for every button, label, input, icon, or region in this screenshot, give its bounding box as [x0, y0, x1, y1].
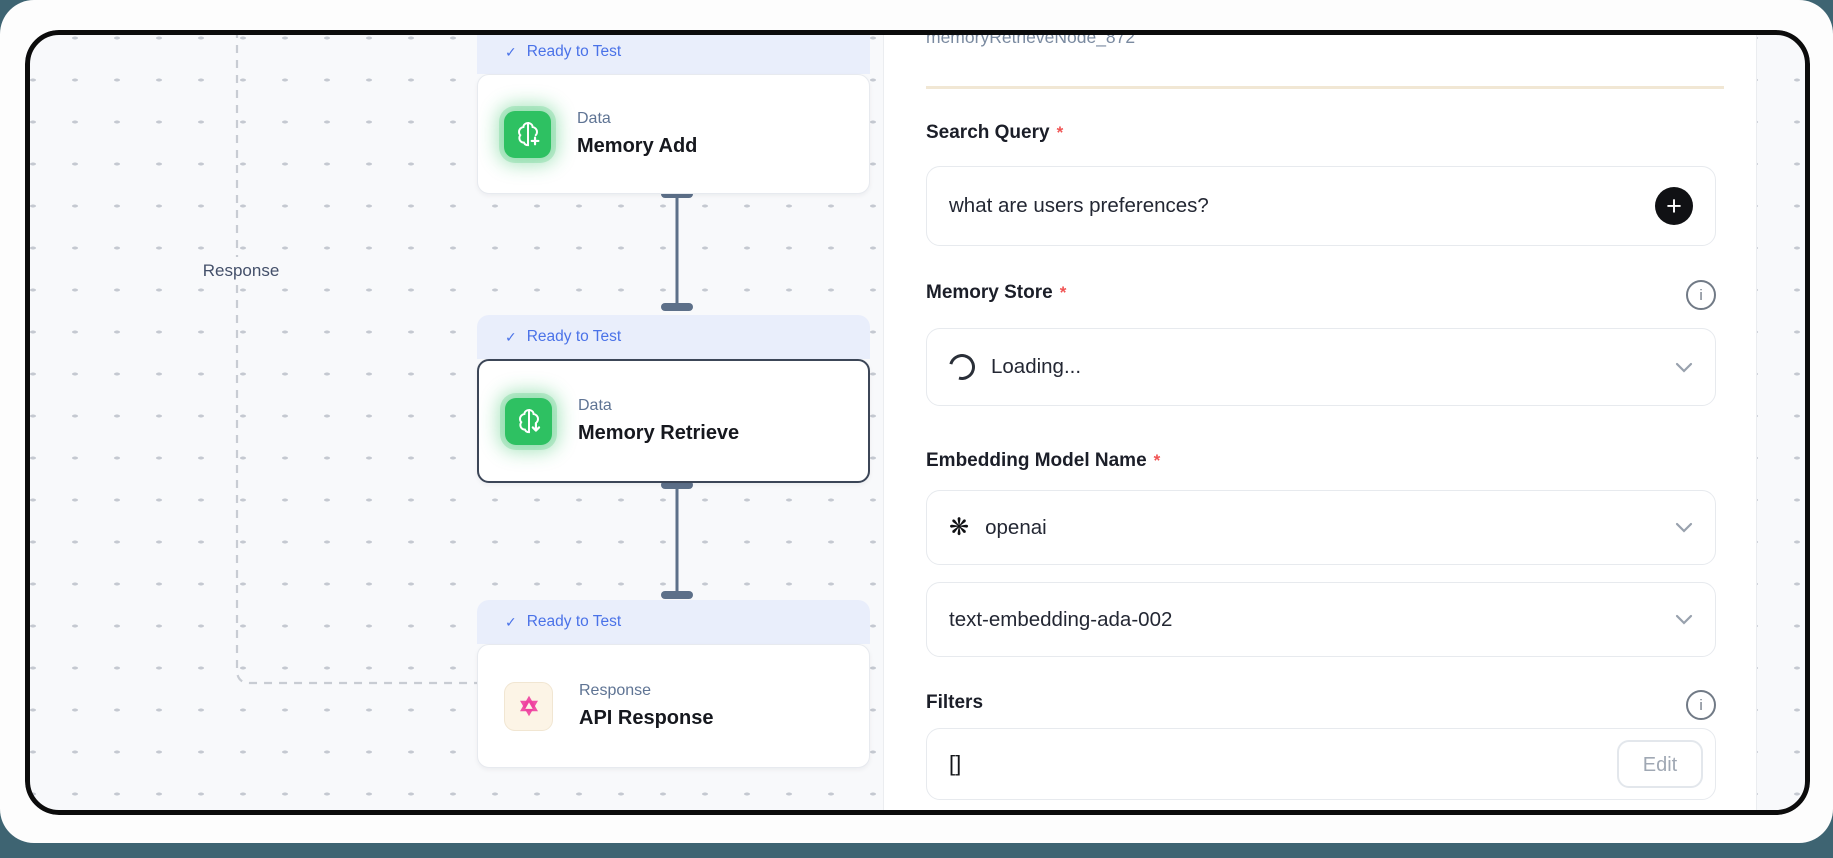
status-badge-ready-to-test: ✓ Ready to Test: [477, 315, 870, 359]
node-text: Response API Response: [579, 682, 713, 730]
output-handle-memory-retrieve[interactable]: [661, 481, 693, 489]
node-title: Memory Retrieve: [578, 422, 740, 444]
node-card-api-response[interactable]: Response API Response: [477, 644, 870, 768]
search-query-value: what are users preferences?: [949, 194, 1209, 217]
brain-plus-icon: [504, 110, 551, 158]
openai-logo-icon: ❋: [949, 513, 970, 541]
node-memory-add[interactable]: ✓ Ready to Test Data Memory Add: [477, 30, 870, 194]
edit-filters-button[interactable]: Edit: [1617, 740, 1703, 788]
app-window: Response ✓ Ready to Test: [25, 30, 1810, 815]
node-memory-retrieve[interactable]: ✓ Ready to Test Data Memory Retriev: [477, 315, 870, 483]
node-id-title: memoryRetrieveNode_872: [926, 30, 1136, 47]
node-card-memory-add[interactable]: Data Memory Add: [477, 74, 870, 194]
embedding-provider-value: openai: [985, 515, 1047, 539]
loading-spinner-icon: [944, 349, 980, 385]
filters-label: Filters: [926, 692, 984, 713]
memory-store-select[interactable]: Loading...: [926, 328, 1716, 406]
status-badge-ready-to-test: ✓ Ready to Test: [477, 600, 870, 644]
brain-download-icon: [505, 397, 552, 445]
dashed-edge-response: [235, 30, 477, 685]
embedding-provider-select[interactable]: ❋ openai: [926, 490, 1716, 565]
hexagram-response-icon: [504, 681, 553, 731]
status-badge-label: Ready to Test: [526, 613, 622, 630]
check-icon: ✓: [505, 43, 517, 60]
check-icon: ✓: [505, 613, 517, 630]
node-api-response[interactable]: ✓ Ready to Test Response: [477, 600, 870, 768]
chevron-down-icon: [1675, 522, 1693, 533]
config-panel: memoryRetrieveNode_872 Search Query* wha…: [883, 30, 1757, 815]
node-category: Response: [579, 682, 652, 699]
search-query-input[interactable]: what are users preferences? +: [926, 166, 1716, 246]
search-query-label: Search Query*: [926, 122, 1064, 143]
chevron-down-icon: [1675, 362, 1693, 373]
node-text: Data Memory Add: [577, 110, 697, 158]
node-category: Data: [578, 397, 612, 414]
add-variable-button[interactable]: +: [1655, 187, 1693, 225]
required-marker: *: [1153, 451, 1161, 470]
input-handle-memory-retrieve[interactable]: [661, 303, 693, 311]
memory-store-label: Memory Store*: [926, 282, 1067, 303]
flow-edges: [235, 30, 693, 685]
check-icon: ✓: [505, 328, 517, 345]
required-marker: *: [1056, 123, 1064, 142]
filters-value: []: [949, 751, 962, 776]
info-icon[interactable]: i: [1686, 690, 1716, 720]
panel-divider: [926, 86, 1724, 89]
status-badge-label: Ready to Test: [526, 328, 622, 345]
filters-field[interactable]: [] Edit: [926, 728, 1716, 800]
node-title: Memory Add: [577, 135, 698, 157]
input-handle-api-response[interactable]: [661, 591, 693, 599]
node-card-memory-retrieve[interactable]: Data Memory Retrieve: [477, 359, 870, 483]
required-marker: *: [1059, 283, 1067, 302]
embedding-model-select[interactable]: text-embedding-ada-002: [926, 582, 1716, 657]
chevron-down-icon: [1675, 614, 1693, 625]
status-badge-ready-to-test: ✓ Ready to Test: [477, 30, 870, 74]
node-text: Data Memory Retrieve: [578, 397, 739, 445]
memory-store-value: Loading...: [991, 355, 1082, 378]
embedding-model-label: Embedding Model Name*: [926, 450, 1161, 471]
embedding-model-value: text-embedding-ada-002: [949, 607, 1173, 631]
status-badge-label: Ready to Test: [526, 43, 622, 60]
info-icon[interactable]: i: [1686, 280, 1716, 310]
edge-label-response: Response: [189, 257, 293, 285]
node-category: Data: [577, 110, 611, 127]
node-title: API Response: [579, 707, 714, 729]
